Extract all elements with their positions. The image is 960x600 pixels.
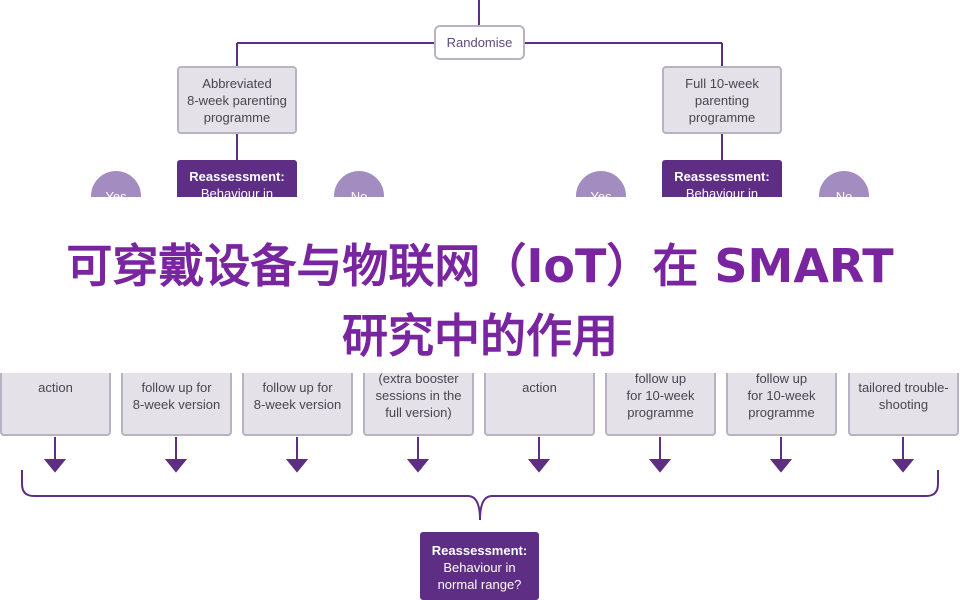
arm-full-label: Full 10-week parenting programme bbox=[685, 75, 759, 125]
final-reassessment-text: Behaviour in normal range? bbox=[437, 560, 522, 592]
final-reassessment-heading: Reassessment: bbox=[431, 543, 528, 558]
outcome-label: (extra booster sessions in the full vers… bbox=[375, 371, 462, 420]
arrow-head-4 bbox=[406, 459, 430, 473]
arrow-head-6 bbox=[648, 459, 672, 473]
reassessment-right-heading: Reassessment: bbox=[674, 169, 770, 184]
arrow-head-2 bbox=[164, 459, 188, 473]
outcome-label: tailored trouble- shooting bbox=[858, 380, 949, 412]
reassessment-left-heading: Reassessment: bbox=[189, 169, 285, 184]
title-overlay-band bbox=[0, 197, 960, 373]
arm-abbreviated-box: Abbreviated 8-week parenting programme bbox=[177, 66, 297, 134]
arrow-head-5 bbox=[527, 459, 551, 473]
randomise-box: Randomise bbox=[434, 25, 525, 60]
arrow-head-7 bbox=[769, 459, 793, 473]
outcome-label: follow up for 8-week version bbox=[132, 380, 221, 412]
arrow-head-1 bbox=[43, 459, 67, 473]
arm-full-box: Full 10-week parenting programme bbox=[662, 66, 782, 134]
outcome-label: action bbox=[522, 380, 557, 395]
arm-abbreviated-label: Abbreviated 8-week parenting programme bbox=[187, 75, 287, 125]
randomise-label: Randomise bbox=[446, 35, 513, 50]
final-reassessment-box: Reassessment: Behaviour in normal range? bbox=[420, 532, 539, 600]
overlay-title-line2: 研究中的作用 bbox=[342, 309, 618, 363]
overlay-title-line1: 可穿戴设备与物联网（IoT）在 SMART bbox=[66, 239, 894, 293]
arrow-head-8 bbox=[891, 459, 915, 473]
outcome-label: follow up for 10-week programme bbox=[626, 371, 695, 420]
arrow-head-3 bbox=[285, 459, 309, 473]
outcome-label: follow up for 10-week programme bbox=[747, 371, 816, 420]
outcome-label: action bbox=[38, 380, 73, 395]
outcome-label: follow up for 8-week version bbox=[253, 380, 342, 412]
